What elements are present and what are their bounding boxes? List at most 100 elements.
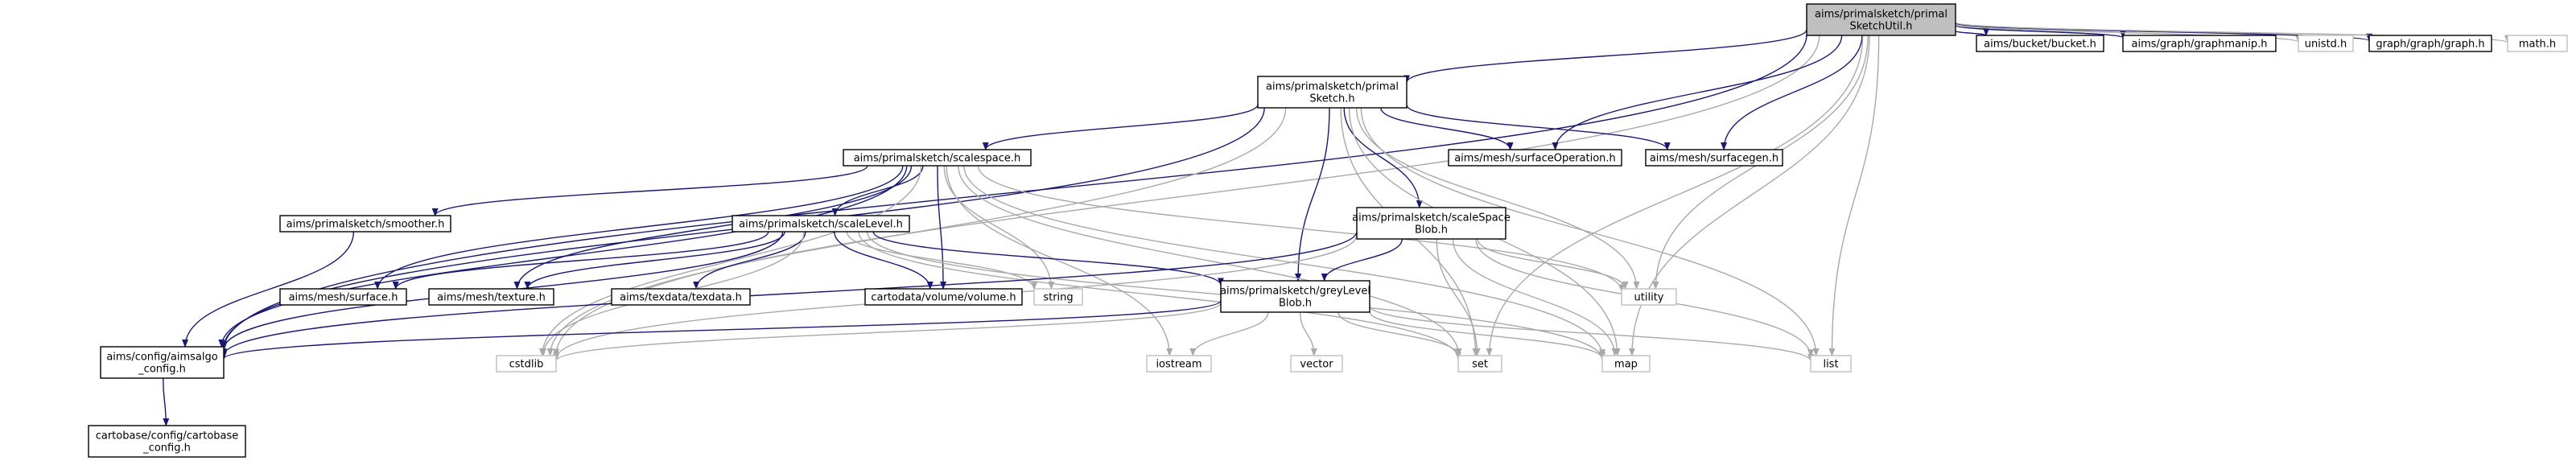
edge-primalsketch-to-surfacegen [1406, 105, 1671, 150]
node-box-bucket [1976, 35, 2104, 52]
node-surface[interactable]: aims/mesh/surface.h [279, 288, 407, 306]
node-graphmanip[interactable]: aims/graph/graphmanip.h [2122, 35, 2277, 52]
node-box-scalelevel [732, 215, 910, 233]
node-label-surface-0: aims/mesh/surface.h [289, 292, 398, 304]
edge-root-to-surfaceoperation [1552, 35, 1843, 150]
node-box-math [2507, 35, 2568, 52]
node-surfaceoperation[interactable]: aims/mesh/surfaceOperation.h [1448, 149, 1622, 167]
edge-scalespace-to-map [963, 165, 1605, 358]
edge-root-to-graphmanip [1955, 24, 2126, 39]
node-string: string [1033, 288, 1083, 306]
edge-scalespace-to-smoother [431, 165, 868, 216]
node-label-surfacegen-0: aims/mesh/surfacegen.h [1650, 153, 1778, 165]
edge-root-to-unistd [1955, 23, 2302, 43]
node-label-bucket-0: aims/bucket/bucket.h [1984, 39, 2096, 51]
edge-aimsalgo_config-to-cartobase_config [162, 377, 170, 426]
node-graph[interactable]: graph/graph/graph.h [2368, 35, 2492, 52]
node-aimsalgo_config[interactable]: aims/config/aimsalgo_config.h [100, 346, 225, 379]
node-vector: vector [1290, 355, 1343, 373]
node-box-map [1601, 355, 1651, 373]
edge-scalespaceblob-to-greylevelblob [1321, 238, 1403, 282]
edge-greylevelblob-to-list [1369, 305, 1814, 362]
edge-greylevelblob-to-map [1369, 311, 1605, 360]
node-label-string-0: string [1043, 292, 1073, 304]
node-label-greylevelblob-0: aims/primalsketch/greyLevel [1220, 286, 1370, 298]
edge-root-to-primalsketch [1403, 29, 1807, 84]
node-box-root [1806, 3, 1956, 36]
node-surfacegen[interactable]: aims/mesh/surfacegen.h [1645, 149, 1783, 167]
node-smoother[interactable]: aims/primalsketch/smoother.h [279, 215, 451, 233]
node-label-texdata-0: aims/texdata/texdata.h [620, 292, 742, 304]
edge-greylevelblob-to-cstdlib [553, 302, 1222, 362]
node-label-texture-0: aims/mesh/texture.h [437, 292, 546, 304]
node-label-list-0: list [1823, 359, 1838, 371]
node-box-texdata [611, 288, 751, 306]
node-scalespace[interactable]: aims/primalsketch/scalespace.h [843, 149, 1032, 167]
edge-scalelevel-to-texdata [693, 231, 806, 290]
node-box-primalsketch [1257, 76, 1408, 109]
node-label-graph-0: graph/graph/graph.h [2376, 39, 2484, 51]
node-box-greylevelblob [1220, 280, 1370, 313]
node-label-scalelevel-0: aims/primalsketch/scaleLevel.h [739, 219, 903, 231]
node-bucket[interactable]: aims/bucket/bucket.h [1976, 35, 2104, 52]
node-label-root-0: aims/primalsketch/primal [1815, 9, 1947, 21]
edge-scalespaceblob-to-set [1436, 238, 1481, 356]
node-label-cartobase_config-1: _config.h [142, 442, 191, 455]
node-box-unistd [2298, 35, 2354, 52]
edge-scalespace-to-scalelevel [831, 165, 924, 216]
node-box-vector [1290, 355, 1343, 373]
node-scalelevel[interactable]: aims/primalsketch/scaleLevel.h [732, 215, 910, 233]
node-box-scalespaceblob [1356, 207, 1506, 240]
node-list: list [1810, 355, 1852, 373]
node-map: map [1601, 355, 1651, 373]
edge-scalelevel-to-set [858, 231, 1461, 360]
node-box-aimsalgo_config [100, 346, 225, 379]
edge-scalelevel-to-texture [524, 231, 785, 290]
node-utility: utility [1621, 288, 1677, 306]
node-label-iostream-0: iostream [1156, 359, 1201, 371]
node-box-smoother [279, 215, 451, 233]
node-box-volume [864, 288, 1023, 306]
node-box-surfacegen [1645, 149, 1783, 167]
node-cartobase_config[interactable]: cartobase/config/cartobase_config.h [88, 425, 246, 458]
node-box-cstdlib [496, 355, 557, 373]
node-label-greylevelblob-1: Blob.h [1279, 298, 1312, 310]
edge-greylevelblob-to-aimsalgo_config [221, 300, 1222, 360]
edge-scalespaceblob-to-aimsalgo_config [221, 231, 1358, 357]
edge-primalsketch-to-surfaceoperation [1380, 107, 1514, 150]
node-math: math.h [2507, 35, 2568, 52]
node-label-volume-0: cartodata/volume/volume.h [871, 292, 1016, 304]
edge-root-to-set [1486, 35, 1864, 356]
node-label-graphmanip-0: aims/graph/graphmanip.h [2132, 39, 2268, 51]
node-label-root-1: SketchUtil.h [1849, 21, 1912, 33]
node-texture[interactable]: aims/mesh/texture.h [428, 288, 554, 306]
edge-primalsketch-to-scalespace [982, 104, 1259, 150]
node-label-scalespace-0: aims/primalsketch/scalespace.h [854, 153, 1021, 165]
node-box-cartobase_config [88, 425, 246, 458]
edge-scalespace-to-surface [374, 165, 904, 290]
node-unistd: unistd.h [2298, 35, 2354, 52]
node-label-map-0: map [1614, 359, 1638, 371]
node-label-vector-0: vector [1300, 359, 1333, 371]
node-label-cstdlib-0: cstdlib [509, 359, 544, 371]
node-box-list [1810, 355, 1852, 373]
edge-scalespace-to-set [958, 165, 1462, 356]
node-iostream: iostream [1146, 355, 1212, 373]
node-label-surfaceoperation-0: aims/mesh/surfaceOperation.h [1454, 153, 1616, 165]
edge-primalsketch-to-utility [1355, 107, 1640, 290]
node-box-string [1033, 288, 1083, 306]
edge-greylevelblob-to-set [1337, 311, 1461, 357]
edge-scalespace-to-texture [513, 165, 913, 290]
node-box-surface [279, 288, 407, 306]
node-texdata[interactable]: aims/texdata/texdata.h [611, 288, 751, 306]
node-label-smoother-0: aims/primalsketch/smoother.h [286, 219, 445, 231]
edge-root-to-list [1828, 35, 1880, 356]
node-volume[interactable]: cartodata/volume/volume.h [864, 288, 1023, 306]
edge-scalelevel-to-volume [834, 231, 934, 290]
edge-root-to-surfacegen [1721, 35, 1863, 150]
